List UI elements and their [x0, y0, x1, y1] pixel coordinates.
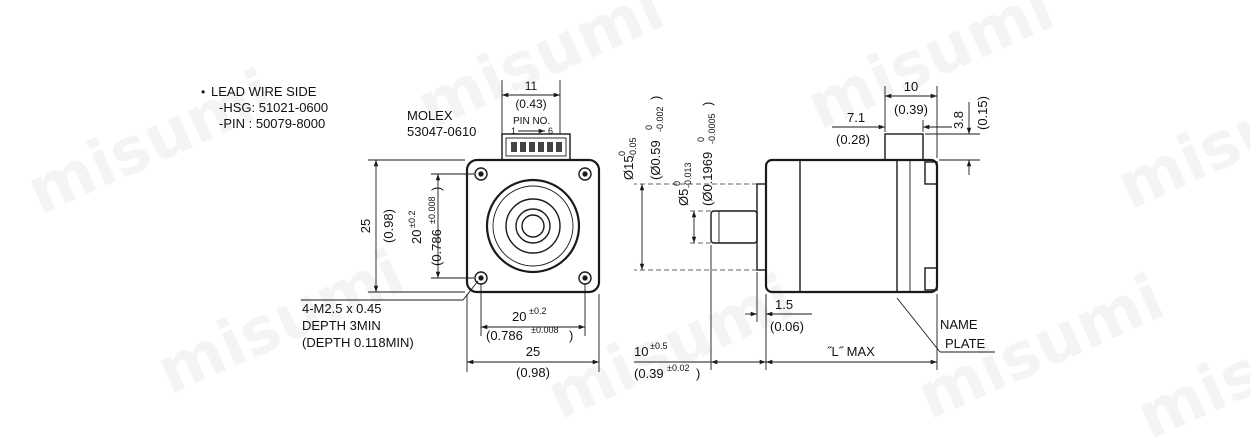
nameplate-callout: NAME PLATE: [896, 297, 995, 353]
hole-pitch-h-tol: ±0.2: [529, 306, 546, 316]
shaft-dia-mm: Ø5: [676, 189, 691, 206]
lead-wire-notes: • LEAD WIRE SIDE -HSG: 51021-0600 -PIN :…: [201, 84, 328, 131]
nameplate-line-2: PLATE: [945, 336, 986, 351]
hole-pitch-h-in: (0.786: [486, 328, 523, 343]
note-lead-wire-side: LEAD WIRE SIDE: [211, 84, 317, 99]
note-bullet: •: [201, 85, 205, 99]
shaft-length-mm: 10: [634, 344, 648, 359]
side-conn-offset-mm: 7.1: [847, 110, 865, 125]
shaft-tol-upper: 0: [672, 181, 682, 186]
pin-first: 1: [511, 126, 516, 136]
boss-tol-upper: 0: [617, 151, 627, 156]
hole-pitch-v-mm: 20: [409, 230, 424, 244]
dim-front-width: 25 (0.98): [466, 294, 600, 380]
boss-dia-in: (Ø0.59: [648, 140, 663, 180]
front-width-mm: 25: [526, 344, 540, 359]
dim-length-max: ˝L˝ MAX: [766, 294, 938, 370]
boss-in-tol-upper: 0: [644, 125, 654, 130]
shaft-dia-in: (Ø0.1969: [700, 152, 715, 206]
pin-last: 6: [548, 126, 553, 136]
front-height-mm: 25: [358, 219, 373, 233]
molex-brand: MOLEX: [407, 108, 453, 123]
watermark-text: misumi: [1106, 51, 1250, 225]
pin-no-label: PIN NO.: [513, 116, 550, 127]
shaft-length-in: (0.39: [634, 366, 664, 381]
note-pin: -PIN : 50079-8000: [219, 116, 325, 131]
hole-pitch-v-in-close: ): [429, 187, 444, 191]
hole-pitch-v-in-tol: ±0.008: [427, 197, 437, 224]
shaft-in-tol-upper: 0: [696, 137, 706, 142]
hole-pitch-v-tol: ±0.2: [407, 211, 417, 228]
motor-body: [764, 158, 939, 294]
holes-spec: 4-M2.5 x 0.45: [302, 301, 382, 316]
connector-width-in: (0.43): [515, 97, 546, 111]
nameplate-line-1: NAME: [940, 317, 978, 332]
boss-in-tol-lower: -0.002: [655, 106, 665, 132]
dim-hole-pitch-horizontal: 20 ±0.2 (0.786 ±0.008 ): [480, 284, 586, 343]
holes-depth-mm: DEPTH 3MIN: [302, 318, 381, 333]
side-connector: [884, 133, 924, 161]
dim-flange-thickness: 1.5 (0.06): [745, 272, 812, 334]
shaft-length-in-close: ): [696, 366, 700, 381]
shaft-tol-lower: -0.013: [683, 162, 693, 188]
dim-hole-pitch-vertical: 20 ±0.2 (0.786 ±0.008 ): [407, 173, 474, 279]
motor-boss: [756, 183, 767, 271]
dim-side-connector-offset: 7.1 (0.28): [832, 110, 952, 147]
boss-dia-mm: Ø15: [621, 155, 636, 180]
flange-mm: 1.5: [775, 297, 793, 312]
hole-pitch-h-in-tol: ±0.008: [531, 325, 558, 335]
boss-and-shaft: [485, 178, 581, 274]
note-hsg: -HSG: 51021-0600: [219, 100, 328, 115]
front-height-in: (0.98): [381, 209, 396, 243]
molex-part: 53047-0610: [407, 124, 476, 139]
dim-shaft-diameter: Ø5 0 -0.013 (Ø0.1969 0 -0.0005 ): [672, 102, 717, 244]
flange-in: (0.06): [770, 319, 804, 334]
connector-width-mm: 11: [525, 79, 538, 93]
side-view: [710, 133, 939, 294]
shaft-length-in-tol: ±0.02: [667, 363, 689, 373]
front-width-in: (0.98): [516, 365, 550, 380]
dim-front-height: 25 (0.98): [358, 159, 465, 293]
mounting-holes: [474, 167, 592, 285]
hole-pitch-v-in: (0.786: [429, 229, 444, 266]
shaft-in-close: ): [700, 102, 715, 106]
side-conn-offset-in: (0.28): [836, 132, 870, 147]
shaft-in-tol-lower: -0.0005: [707, 113, 717, 144]
dim-shaft-length: 10 ±0.5 (0.39 ±0.02 ): [634, 245, 767, 381]
side-conn-width-in: (0.39): [894, 102, 928, 117]
motor-face-outline: [465, 158, 601, 294]
connector-housing: [501, 133, 571, 161]
length-max-label: ˝L˝ MAX: [827, 344, 875, 359]
side-conn-height-in: (0.15): [975, 96, 990, 130]
watermark-text: misumi: [796, 0, 1064, 145]
dim-side-connector-width: 10 (0.39): [884, 79, 938, 158]
molex-label: MOLEX 53047-0610: [407, 108, 476, 139]
shaft-length-tol: ±0.5: [650, 341, 667, 351]
hole-pitch-h-in-close: ): [569, 328, 573, 343]
side-conn-height-mm: 3.8: [951, 111, 966, 129]
watermark-text: misumi: [16, 56, 284, 230]
dim-boss-diameter: Ø15 0 -0.05 (Ø0.59 0 -0.002 ): [617, 96, 757, 271]
boss-in-close: ): [648, 96, 663, 100]
side-conn-width-mm: 10: [904, 79, 918, 94]
watermark-text: misumi: [536, 261, 804, 435]
boss-tol-lower: -0.05: [628, 137, 638, 158]
hole-pitch-h-mm: 20: [512, 309, 526, 324]
front-view: [465, 133, 601, 294]
dim-connector-width: 11 (0.43) PIN NO. 1 6: [501, 79, 561, 136]
motor-shaft: [710, 210, 758, 244]
holes-depth-in: (DEPTH 0.118MIN): [302, 335, 414, 350]
dim-side-connector-height: 3.8 (0.15): [925, 96, 990, 175]
hole-callout: 4-M2.5 x 0.45 DEPTH 3MIN (DEPTH 0.118MIN…: [301, 280, 479, 350]
